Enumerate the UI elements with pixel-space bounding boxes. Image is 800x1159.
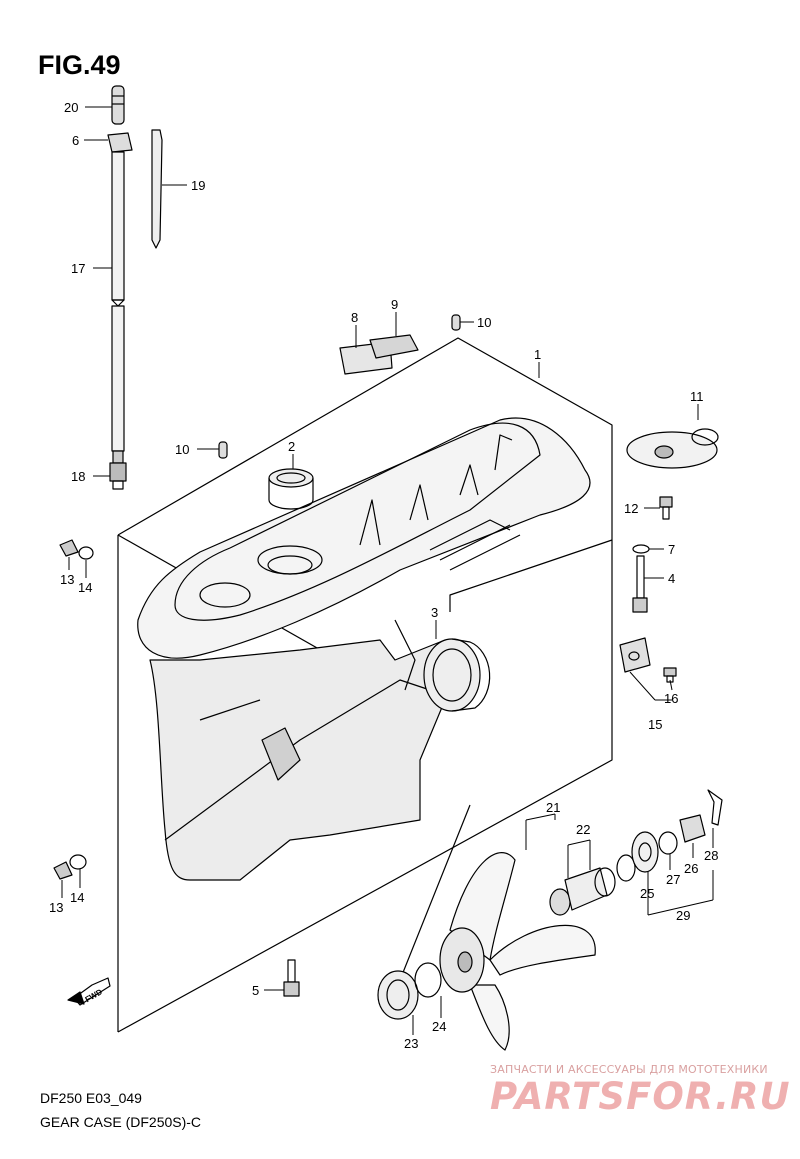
callout-10-top: 10: [477, 315, 491, 330]
callout-13-lower: 13: [49, 900, 63, 915]
callout-4: 4: [668, 571, 675, 586]
part-14-gasket-lower: [69, 854, 87, 870]
callout-3: 3: [431, 605, 438, 620]
callout-28: 28: [704, 848, 718, 863]
propeller: [439, 852, 596, 1051]
callout-14-upper: 14: [78, 580, 92, 595]
part-3-seal: [423, 638, 491, 712]
callout-25: 25: [640, 886, 654, 901]
callout-19: 19: [191, 178, 205, 193]
callout-13-upper: 13: [60, 572, 74, 587]
part-24-washer: [414, 962, 442, 998]
watermark-tagline: ЗАПЧАСТИ И АКСЕССУАРЫ ДЛЯ МОТОТЕХНИКИ: [490, 1063, 768, 1076]
callout-22: 22: [576, 822, 590, 837]
part-15-block: [619, 637, 651, 673]
gear-case-housing: [137, 417, 591, 881]
part-17-shift-rod: [111, 151, 125, 452]
callout-numbers: 20 6 19 17 18 8 9 10 1 10 2 11 12 7 4 13…: [49, 100, 718, 1051]
callout-24: 24: [432, 1019, 446, 1034]
part-28-cotter-pin: [707, 789, 723, 826]
part-10-dowel-left: [218, 441, 228, 459]
callout-18: 18: [71, 469, 85, 484]
part-18-coupler: [109, 450, 127, 490]
callout-8: 8: [351, 310, 358, 325]
part-27-washer: [658, 831, 678, 855]
part-11-anode: [626, 428, 719, 469]
part-13-plug-lower: [53, 861, 73, 880]
part-25-thrust-washer: [631, 831, 659, 873]
callout-26: 26: [684, 861, 698, 876]
part-20-grommet: [111, 85, 125, 125]
callout-16: 16: [664, 691, 678, 706]
figure-title: FIG.49: [38, 50, 121, 80]
part-14-gasket-upper: [78, 546, 94, 560]
callout-11: 11: [690, 389, 704, 404]
part-9-plate: [369, 334, 419, 359]
callout-10-left: 10: [175, 442, 189, 457]
part-10-dowel-top: [451, 314, 461, 331]
part-4-bolt: [632, 555, 648, 613]
callout-14-lower: 14: [70, 890, 84, 905]
part-7-washer: [632, 544, 650, 554]
watermark-brand: PARTSFOR.RU: [490, 1075, 791, 1118]
part-19-seal-strip: [151, 129, 163, 249]
part-23-spacer: [377, 970, 419, 1020]
callout-5: 5: [252, 983, 259, 998]
part-16-screw: [663, 667, 677, 683]
leader-lines: [61, 106, 714, 1035]
part-13-plug-upper: [59, 539, 79, 557]
part-2-bearing: [268, 468, 314, 510]
callout-6: 6: [72, 133, 79, 148]
part-26-nut: [679, 814, 706, 843]
callout-27: 27: [666, 872, 680, 887]
callout-15: 15: [648, 717, 662, 732]
callout-29: 29: [676, 908, 690, 923]
part-12-bolt: [659, 496, 673, 520]
part-22-bushing: [549, 854, 636, 916]
model-code: DF250 E03_049: [40, 1090, 142, 1106]
callout-21: 21: [546, 800, 560, 815]
callout-7: 7: [668, 542, 675, 557]
callout-12: 12: [624, 501, 638, 516]
fwd-arrow: [67, 977, 111, 1006]
callout-20: 20: [64, 100, 78, 115]
callout-23: 23: [404, 1036, 418, 1051]
callout-2: 2: [288, 439, 295, 454]
part-6-clip: [107, 132, 133, 153]
callout-1: 1: [534, 347, 541, 362]
part-5-bolt: [283, 959, 300, 997]
callout-17: 17: [71, 261, 85, 276]
diagram-caption: GEAR CASE (DF250S)-C: [40, 1114, 202, 1130]
callout-9: 9: [391, 297, 398, 312]
